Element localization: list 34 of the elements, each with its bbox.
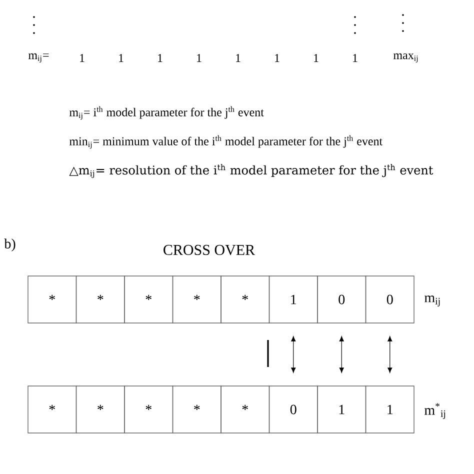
bit-value: 1 [80, 54, 84, 62]
bit-cell: * [28, 276, 77, 324]
panel-label: b) [4, 238, 16, 252]
bit-cell: * [76, 386, 125, 434]
bit-cell: 0 [365, 276, 414, 324]
bit-cell: * [124, 386, 174, 434]
equation-label: m$_{ij}$= [28, 53, 49, 63]
equation-label: max$_{ij}$ [393, 53, 418, 63]
bit-cell: * [76, 276, 125, 324]
bit-cell: * [220, 276, 270, 324]
bit-cell: 1 [365, 386, 414, 434]
bit-cell: * [172, 386, 222, 434]
definition-text: m$_{ij}$= i$^{th}$ model parameter for the j$^{th}$ event [69, 106, 264, 120]
bit-value: 1 [158, 54, 162, 62]
bit-cell: 0 [268, 386, 318, 434]
bit-value: 1 [119, 54, 124, 62]
section-title: CROSS OVER [164, 244, 256, 256]
bit-value: 1 [197, 54, 202, 62]
bit-cell: 1 [268, 276, 318, 324]
double-arrow [388, 336, 392, 373]
double-arrow [291, 336, 296, 373]
definition-text: △m$_{ij}$= resolution of the i$^{th}$ model parameter for the j$^{th}$ event [69, 164, 434, 178]
bit-value: 1 [314, 54, 318, 62]
bit-cell: * [124, 276, 174, 324]
double-arrow [339, 336, 344, 373]
bit-cell: * [220, 386, 270, 434]
bit-cell: 1 [317, 386, 366, 434]
bit-value: 1 [353, 54, 358, 62]
bit-cell: * [172, 276, 222, 324]
bit-value: 1 [275, 54, 280, 62]
bit-cell: 0 [317, 276, 366, 324]
definition-text: min$_{ij}$= minimum value of the i$^{th}$ model parameter for the j$^{th}$ event [69, 135, 383, 149]
bit-cell: * [28, 386, 77, 434]
bit-value: 1 [236, 54, 240, 62]
